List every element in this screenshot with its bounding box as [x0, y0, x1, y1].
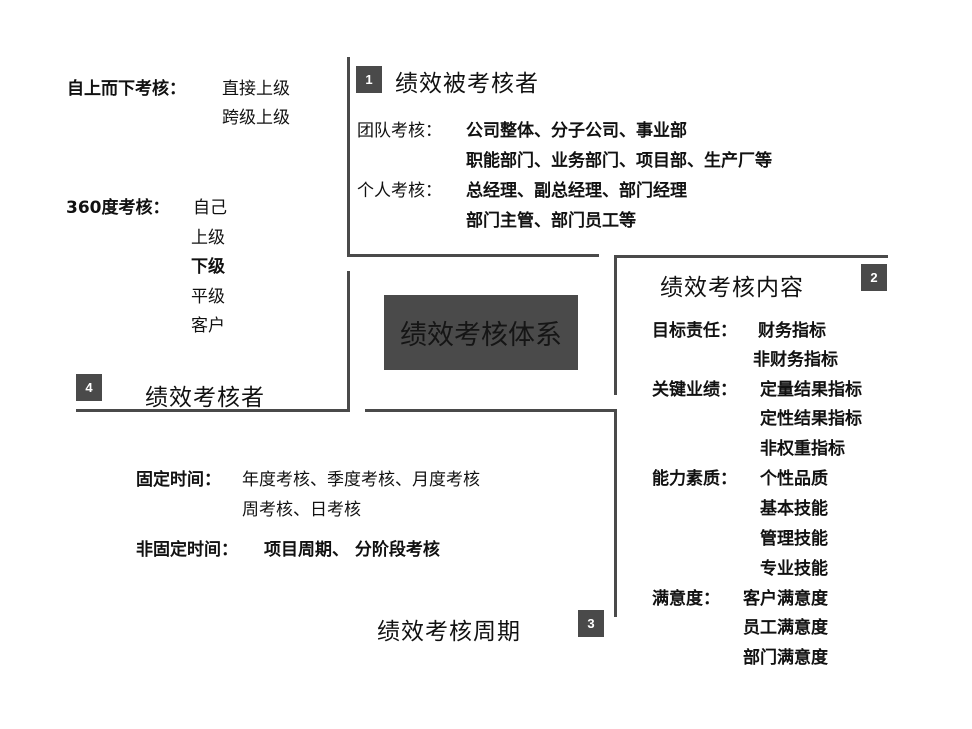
q4-title: 绩效考核者	[145, 385, 265, 411]
q4-horizontal-divider	[76, 409, 350, 412]
q1-row-0-line-1: 职能部门、业务部门、项目部、生产厂等	[466, 151, 772, 171]
q3-row-1-line-0: 项目周期、 分阶段考核	[264, 540, 440, 560]
q2-row-2-label: 能力素质：	[652, 469, 737, 489]
q2-badge: 2	[861, 264, 887, 291]
q1-row-1-line-1: 部门主管、部门员工等	[466, 211, 636, 231]
q2-row-0-line-1: 非财务指标	[753, 350, 838, 370]
q3-horizontal-divider	[365, 409, 617, 412]
center-title-box: 绩效考核体系	[384, 295, 578, 370]
q1-row-1-line-0: 总经理、副总经理、部门经理	[466, 181, 687, 201]
q4-row-0-line-1: 跨级上级	[222, 108, 290, 128]
q4-row-1-line-1: 上级	[191, 228, 225, 248]
q4-row-1-label: 360度考核：	[66, 198, 170, 218]
q3-vertical-divider	[614, 409, 617, 617]
q2-vertical-divider	[614, 255, 617, 395]
q3-title: 绩效考核周期	[377, 619, 521, 645]
q2-row-0-line-0: 财务指标	[758, 321, 826, 341]
q2-row-1-line-2: 非权重指标	[760, 439, 845, 459]
q4-row-1-line-0: 自己	[193, 198, 227, 218]
q1-title: 绩效被考核者	[395, 71, 539, 97]
q2-row-3-line-0: 客户满意度	[743, 589, 828, 609]
q1-row-0-line-0: 公司整体、分子公司、事业部	[466, 121, 687, 141]
q2-row-1-line-1: 定性结果指标	[760, 409, 862, 429]
q2-row-3-label: 满意度：	[652, 589, 720, 609]
q3-row-0-label: 固定时间：	[136, 470, 221, 490]
q2-horizontal-divider	[614, 255, 888, 258]
q2-title: 绩效考核内容	[660, 275, 804, 301]
q3-badge: 3	[578, 610, 604, 637]
q4-badge: 4	[76, 374, 102, 401]
q2-row-2-line-1: 基本技能	[760, 499, 828, 519]
q4-row-1-line-4: 客户	[191, 316, 225, 336]
q1-badge: 1	[356, 66, 382, 93]
q2-row-2-line-2: 管理技能	[760, 529, 828, 549]
q2-row-1-label: 关键业绩：	[652, 380, 737, 400]
q3-row-1-label: 非固定时间：	[136, 540, 238, 560]
q2-row-0-label: 目标责任：	[652, 321, 737, 341]
q2-row-3-line-1: 员工满意度	[743, 618, 828, 638]
q2-row-1-line-0: 定量结果指标	[760, 380, 862, 400]
q3-row-0-line-0: 年度考核、季度考核、月度考核	[242, 470, 480, 490]
q1-horizontal-divider	[347, 254, 599, 257]
center-title: 绩效考核体系	[400, 320, 562, 351]
q4-row-0-line-0: 直接上级	[222, 79, 290, 99]
q3-row-0-line-1: 周考核、日考核	[242, 500, 361, 520]
q1-row-1-label: 个人考核：	[357, 181, 442, 201]
q4-row-1-line-2: 下级	[191, 257, 225, 277]
q1-vertical-divider	[347, 57, 350, 256]
q1-row-0-label: 团队考核：	[357, 121, 442, 141]
q2-row-2-line-3: 专业技能	[760, 559, 828, 579]
q4-row-1-line-3: 平级	[191, 287, 225, 307]
q4-vertical-divider	[347, 271, 350, 412]
q2-row-2-line-0: 个性品质	[760, 469, 828, 489]
q4-row-0-label: 自上而下考核：	[67, 79, 186, 99]
q2-row-3-line-2: 部门满意度	[743, 648, 828, 668]
